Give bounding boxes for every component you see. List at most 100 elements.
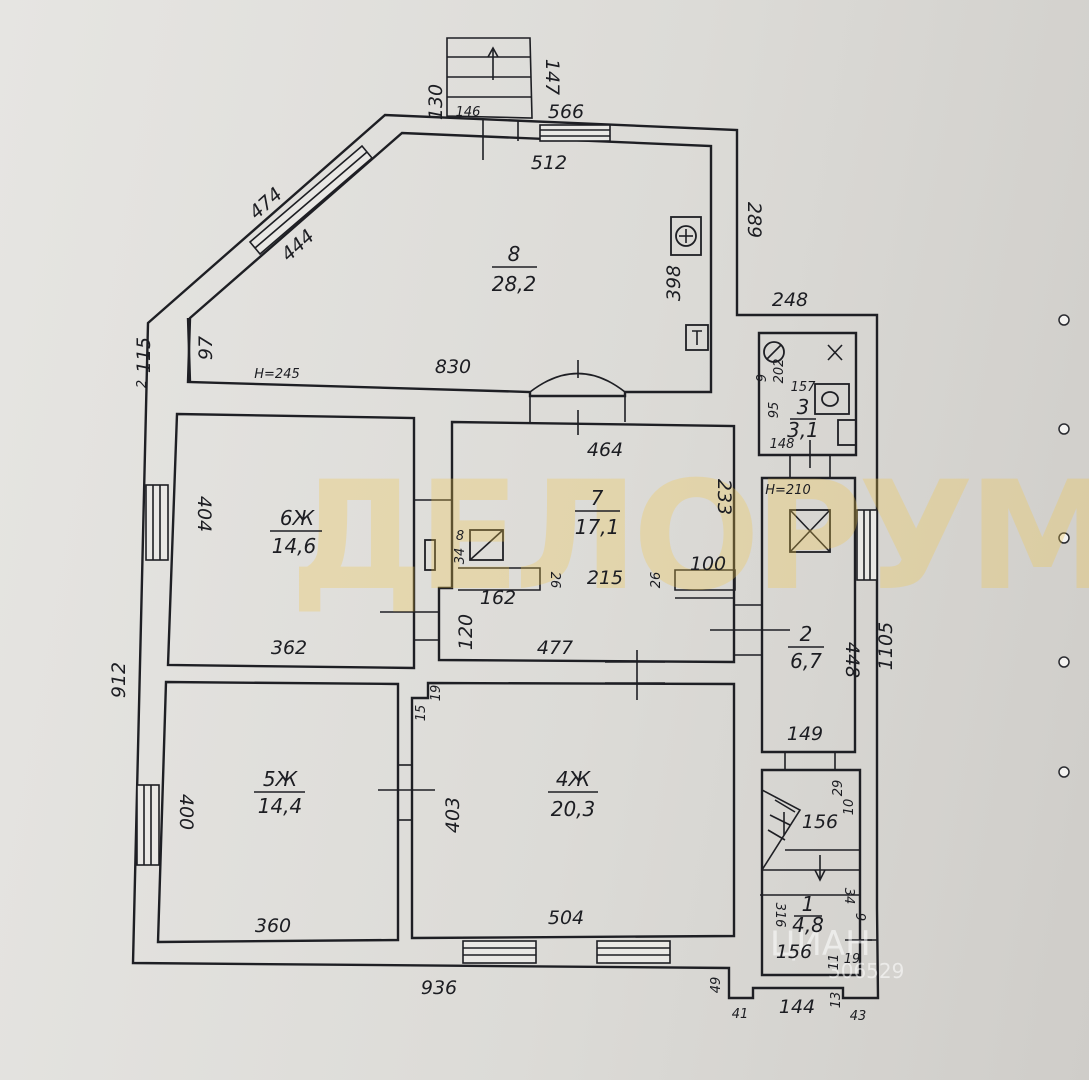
watermark-corner: ЦИАН bbox=[770, 924, 871, 964]
dim-477: 477 bbox=[537, 637, 573, 659]
dim-34: 34 bbox=[453, 548, 468, 565]
watermark: ДЕЛОРУМ ЦИАН 306529 bbox=[290, 450, 1089, 983]
dim-144: 144 bbox=[779, 996, 815, 1018]
dim-289: 289 bbox=[743, 202, 765, 238]
room-labels: 8 28,2 7 17,1 6Ж 14,6 5Ж 14,4 4Ж 20,3 3 … bbox=[254, 242, 824, 937]
dim-13: 13 bbox=[829, 992, 844, 1009]
dim-316: 316 bbox=[772, 903, 787, 928]
binder-holes bbox=[1058, 314, 1070, 778]
dim-130: 130 bbox=[425, 84, 447, 120]
room-2-area: 6,7 bbox=[790, 649, 822, 673]
dim-15: 15 bbox=[414, 705, 429, 722]
dim-149: 149 bbox=[787, 723, 823, 745]
fixtures bbox=[424, 216, 860, 896]
window-room-4-right bbox=[596, 940, 671, 964]
height-room-2: H=210 bbox=[765, 483, 810, 498]
room-1-number: 1 bbox=[802, 892, 815, 916]
room-2-number: 2 bbox=[800, 622, 813, 646]
dim-9-room-1: 9 bbox=[852, 913, 867, 921]
watermark-main: ДЕЛОРУМ bbox=[290, 450, 1089, 624]
dim-49: 49 bbox=[709, 977, 724, 994]
dim-912: 912 bbox=[108, 662, 130, 698]
dim-403: 403 bbox=[442, 797, 464, 833]
dim-1105: 1105 bbox=[875, 622, 897, 670]
dim-148: 148 bbox=[770, 437, 795, 452]
dim-2: 2 bbox=[135, 380, 150, 388]
dim-566: 566 bbox=[548, 101, 584, 123]
dim-97: 97 bbox=[195, 336, 217, 360]
window-top bbox=[539, 124, 611, 142]
dim-830: 830 bbox=[435, 356, 471, 378]
dim-157: 157 bbox=[791, 380, 817, 395]
dim-162: 162 bbox=[480, 587, 516, 609]
dim-398: 398 bbox=[663, 265, 685, 301]
room-6-number: 6Ж bbox=[280, 506, 316, 530]
dim-400: 400 bbox=[175, 794, 197, 830]
dim-146: 146 bbox=[456, 105, 481, 120]
dim-362: 362 bbox=[271, 637, 307, 659]
room-7-area: 17,1 bbox=[575, 515, 620, 539]
dim-156-room-1: 156 bbox=[776, 941, 812, 963]
room-8-area: 28,2 bbox=[492, 272, 537, 296]
room-3-area: 3,1 bbox=[787, 418, 819, 442]
dim-26-left: 26 bbox=[547, 572, 562, 589]
toilet-icon bbox=[814, 383, 850, 415]
drain-icon bbox=[763, 341, 785, 363]
dim-448: 448 bbox=[841, 642, 863, 678]
window-room-4-left bbox=[462, 940, 537, 964]
room-7-number: 7 bbox=[591, 486, 604, 510]
chimney-icon bbox=[424, 539, 436, 571]
dim-115: 115 bbox=[133, 337, 155, 373]
dim-26-right: 26 bbox=[649, 572, 664, 589]
dim-95: 95 bbox=[767, 402, 782, 419]
room-3-number: 3 bbox=[797, 395, 810, 419]
dim-248: 248 bbox=[772, 289, 808, 311]
dim-936: 936 bbox=[421, 977, 457, 999]
dim-202: 202 bbox=[772, 359, 787, 384]
dim-512: 512 bbox=[531, 152, 567, 174]
room-5-number: 5Ж bbox=[263, 767, 299, 791]
dimension-labels: 130 147 146 566 512 474 444 289 398 248 … bbox=[108, 59, 897, 1024]
binder-hole bbox=[1058, 423, 1070, 435]
binder-hole bbox=[1058, 766, 1070, 778]
dim-360: 360 bbox=[255, 915, 291, 937]
dim-10: 10 bbox=[842, 799, 857, 816]
window-room-2 bbox=[856, 509, 878, 581]
dim-11: 11 bbox=[827, 954, 842, 971]
window-room-6 bbox=[145, 484, 169, 561]
sink-icon bbox=[685, 324, 709, 351]
watermark-id: 306529 bbox=[828, 959, 904, 983]
boiler-icon bbox=[670, 216, 702, 256]
dim-19-room-1: 19 bbox=[844, 952, 861, 967]
dim-215: 215 bbox=[587, 567, 623, 589]
dim-504: 504 bbox=[548, 907, 584, 929]
room-4-number: 4Ж bbox=[556, 767, 592, 791]
dim-8: 8 bbox=[456, 529, 464, 544]
stove-icon bbox=[469, 529, 504, 561]
dim-233: 233 bbox=[713, 479, 735, 515]
room-4-area: 20,3 bbox=[551, 797, 596, 821]
dim-404: 404 bbox=[193, 496, 215, 532]
dim-29: 29 bbox=[831, 780, 846, 797]
room-6-area: 14,6 bbox=[272, 534, 317, 558]
dim-156-stairs: 156 bbox=[802, 811, 838, 833]
dim-41: 41 bbox=[732, 1007, 749, 1022]
windows bbox=[136, 124, 878, 964]
window-room-5 bbox=[136, 784, 160, 866]
room-8-number: 8 bbox=[508, 242, 521, 266]
dim-120: 120 bbox=[455, 614, 477, 650]
dim-464: 464 bbox=[587, 439, 623, 461]
room-5-area: 14,4 bbox=[258, 794, 303, 818]
boiler-room-2-icon bbox=[789, 509, 831, 553]
dim-34-room-1: 34 bbox=[841, 888, 856, 905]
washbasin-icon bbox=[837, 419, 857, 446]
dim-9-room-3: 9 bbox=[755, 374, 770, 382]
doors bbox=[378, 37, 877, 941]
binder-hole bbox=[1058, 314, 1070, 326]
dim-100: 100 bbox=[690, 553, 726, 575]
dim-43: 43 bbox=[850, 1009, 867, 1024]
height-room-8: H=245 bbox=[254, 367, 299, 382]
room-1-area: 4,8 bbox=[792, 913, 824, 937]
